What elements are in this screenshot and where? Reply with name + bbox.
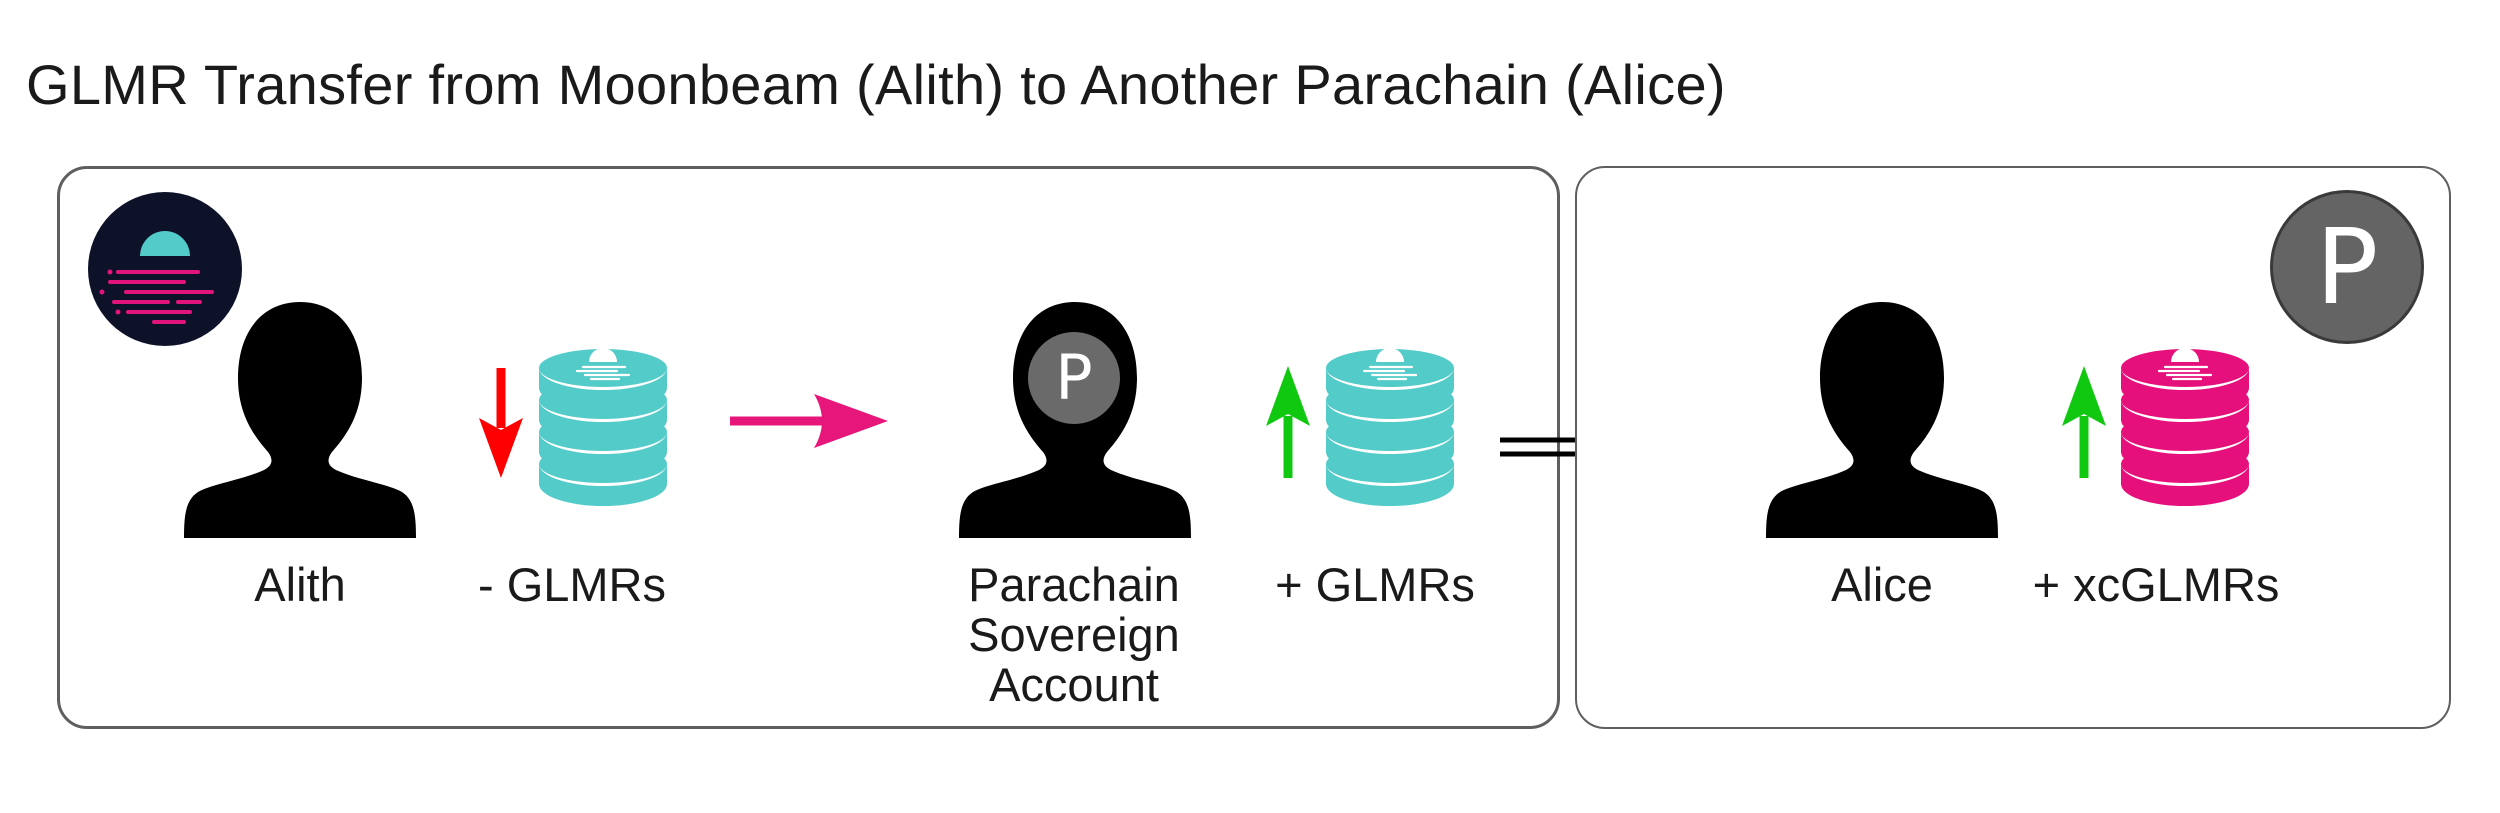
down-arrow-icon	[475, 368, 527, 480]
transfer-arrow-icon	[730, 392, 890, 452]
debit-glmrs-label: - GLMRs	[478, 558, 666, 611]
up-arrow-icon	[1262, 366, 1314, 478]
credit-glmrs-label: + GLMRs	[1275, 558, 1475, 611]
sovereign-label-line-2: Sovereign	[968, 608, 1180, 661]
alice-avatar-icon	[1762, 300, 2002, 540]
alith-avatar-icon	[180, 300, 420, 540]
parachain-badge-icon: P	[1028, 332, 1120, 424]
sovereign-label-line-1: Parachain	[968, 558, 1180, 611]
glmr-coins-icon	[533, 340, 673, 510]
parachain-logo-letter: P	[2315, 206, 2379, 328]
parachain-badge-letter: P	[1055, 341, 1093, 414]
glmr-coins-icon	[1320, 340, 1460, 510]
parachain-logo-icon: P	[2270, 190, 2424, 344]
sovereign-label-line-3: Account	[989, 658, 1159, 711]
xcglmr-coins-icon	[2115, 340, 2255, 510]
moonbeam-logo-icon	[88, 192, 242, 346]
up-arrow-icon	[2058, 366, 2110, 478]
page-title: GLMR Transfer from Moonbeam (Alith) to A…	[26, 53, 1726, 116]
credit-xcglmrs-label: + xcGLMRs	[2032, 558, 2280, 611]
alice-label: Alice	[1831, 558, 1933, 611]
parachain-panel	[1575, 166, 2451, 729]
alith-label: Alith	[254, 558, 346, 611]
sovereign-account-label: Parachain Sovereign Account	[968, 560, 1180, 710]
